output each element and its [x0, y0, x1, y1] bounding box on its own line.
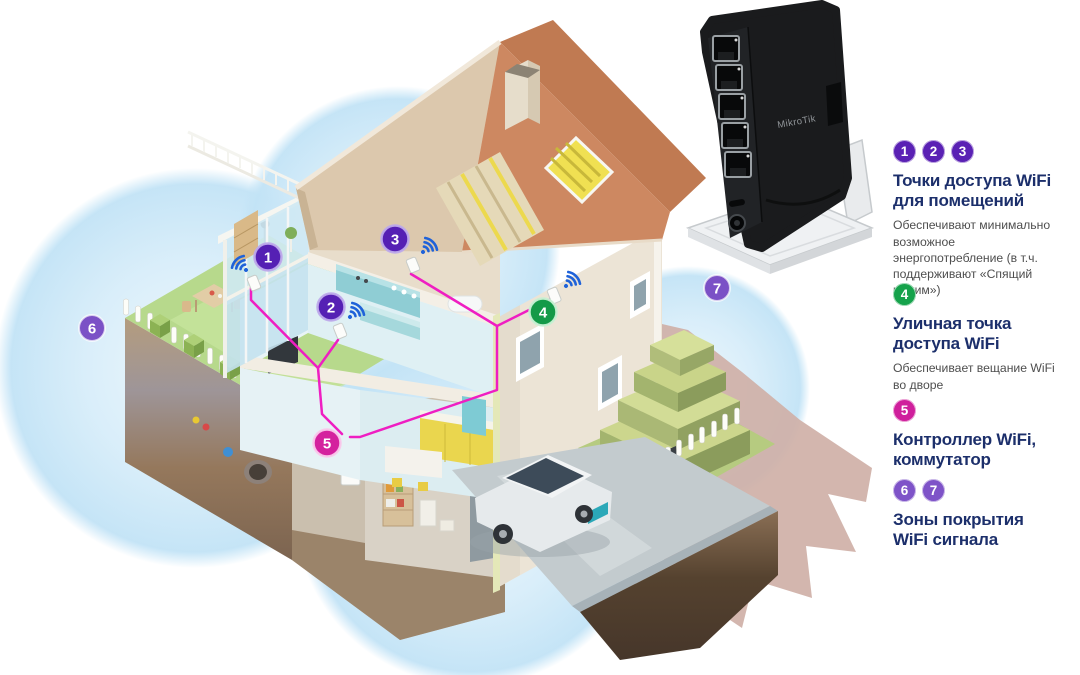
legend-title: Контроллер WiFi, коммутатор	[893, 430, 1036, 469]
wifi-ap-3	[405, 234, 441, 274]
roof-rafters	[436, 152, 544, 266]
marker-7: 7	[703, 274, 731, 302]
antenna-slot	[826, 82, 843, 126]
kitchen-counter	[336, 264, 420, 340]
badge-6: 6	[893, 479, 916, 502]
badge-7: 7	[922, 479, 945, 502]
dining-table	[385, 446, 442, 491]
window	[516, 323, 544, 382]
legend-title: Зоны покрытия WiFi сигнала	[893, 510, 1024, 549]
window	[630, 271, 650, 319]
legend-item-controller: 5 Контроллер WiFi, коммутатор	[893, 399, 1053, 469]
badge-5: 5	[893, 399, 916, 422]
chimney	[505, 60, 540, 130]
marker-number: 2	[327, 299, 335, 316]
garden-toy	[202, 423, 210, 431]
badge-3: 3	[951, 140, 974, 163]
window	[598, 355, 622, 411]
marker-number: 6	[88, 320, 96, 337]
bathtub	[447, 295, 483, 313]
badge-4: 4	[893, 283, 916, 306]
solar-panel	[543, 135, 615, 205]
legend-description: Обеспечивают минимально возможное энерго…	[893, 218, 1051, 297]
ethernet-port	[712, 35, 740, 62]
wifi-ap-2	[332, 299, 368, 340]
ethernet-port	[724, 151, 752, 178]
badge-2: 2	[922, 140, 945, 163]
marker-3: 3	[380, 224, 410, 254]
marker-2: 2	[316, 292, 346, 322]
marker-5: 5	[312, 428, 342, 458]
legend-badges: 6 7	[893, 479, 1033, 502]
router-photo: MikroTik	[685, 0, 875, 274]
ethernet-port	[721, 122, 749, 149]
marker-number: 1	[264, 249, 272, 266]
mode-switch	[729, 199, 745, 207]
ethernet-port	[715, 64, 743, 91]
marker-number: 7	[713, 280, 721, 297]
legend-badges: 4	[893, 283, 1065, 306]
badge-1: 1	[893, 140, 916, 163]
wifi-ap-1	[228, 252, 262, 292]
marker-4: 4	[528, 297, 558, 327]
marker-1: 1	[253, 242, 283, 272]
legend-title: Уличная точка доступа WiFi	[893, 314, 1012, 353]
driveway	[452, 437, 778, 660]
marker-number: 5	[323, 435, 331, 452]
car	[475, 455, 612, 552]
legend-item-indoor-aps: 1 2 3 Точки доступа WiFi для помещений О…	[893, 140, 1065, 298]
legend-description: Обеспечивает вещание WiFi во дворе	[893, 361, 1055, 392]
garden-toy	[192, 416, 200, 424]
legend-item-coverage-zones: 6 7 Зоны покрытия WiFi сигнала	[893, 479, 1033, 549]
roof	[294, 20, 706, 266]
legend-badges: 1 2 3	[893, 140, 1065, 163]
legend-badges: 5	[893, 399, 1053, 422]
legend-title: Точки доступа WiFi для помещений	[893, 171, 1052, 210]
shelf-unit	[234, 210, 258, 266]
ethernet-port	[718, 93, 746, 120]
garden-ball	[223, 447, 233, 457]
legend-item-outdoor-ap: 4 Уличная точка доступа WiFi Обеспечивае…	[893, 283, 1065, 393]
potted-plant	[285, 227, 297, 239]
marker-number: 3	[391, 231, 399, 248]
marker-6: 6	[78, 314, 106, 342]
marker-number: 4	[539, 304, 548, 321]
cellar-shelves	[382, 477, 455, 532]
